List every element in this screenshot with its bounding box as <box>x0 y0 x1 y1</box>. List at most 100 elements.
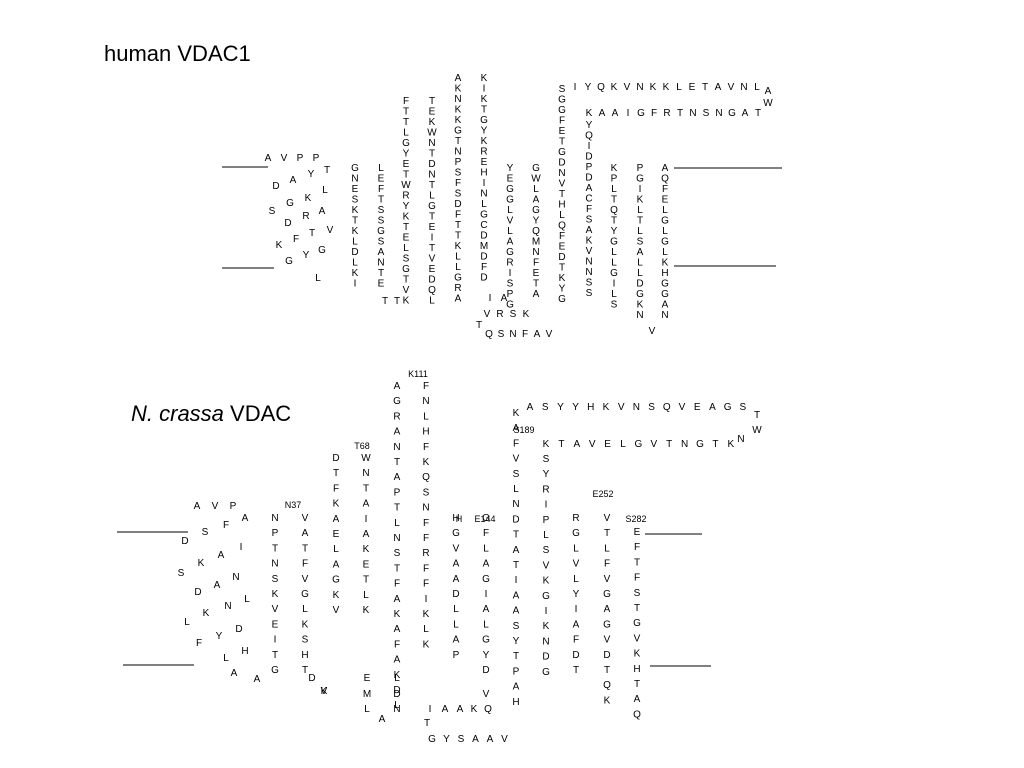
ncrassa-strand6-residue-11: R <box>422 548 429 559</box>
ncrassa-strand11-residue-6: I <box>575 604 578 615</box>
ncrassa-species-name: N. crassa <box>131 401 224 426</box>
human-strand1-residue-9: L <box>352 258 358 269</box>
ncrassa-loop-gysaav-residue-2: S <box>458 734 465 745</box>
ncrassa-strand3-residue-4: A <box>333 514 340 525</box>
human-strand2-residue-9: N <box>377 258 384 269</box>
ncrassa-strand6-residue-17: K <box>423 639 430 650</box>
human-strand10-residue-10: N <box>715 108 722 119</box>
ncrassa-strand7-residue-3: A <box>453 559 460 570</box>
human-strand13-residue-10: H <box>661 268 668 279</box>
ncrassa-strand10-residue-22: G <box>542 591 550 602</box>
ncrassa-helix-residue-7: S <box>178 568 185 579</box>
ncrassa-strand5-residue-10: N <box>393 533 400 544</box>
human-strand8-residue-6: Q <box>532 226 540 237</box>
ncrassa-strand8-residue-7: L <box>483 619 489 630</box>
human-strand9-residue-3: K <box>611 82 618 93</box>
ncrassa-helix-residue-21: A <box>254 674 261 685</box>
human-strand8-residue-8: N <box>532 247 539 258</box>
ncrassa-strand1-residue-10: G <box>271 665 279 676</box>
ncrassa-strand9-residue-26: I <box>515 575 518 586</box>
human-strand7-residue-11: S <box>507 279 514 290</box>
human-strand11-residue-0: K <box>611 163 618 174</box>
ncrassa-helix-residue-18: H <box>241 646 248 657</box>
human-strand12-residue-5: T <box>637 216 643 227</box>
ncrassa-strand9-residue-1: S <box>542 402 549 413</box>
human-strand12-residue-1: G <box>636 174 644 185</box>
ncrassa-loop-iaakqtv-residue-1: A <box>442 704 449 715</box>
human-strand1-residue-5: T <box>352 216 358 227</box>
ncrassa-strand8-residue-5: I <box>485 589 488 600</box>
human-strand6-residue-14: C <box>480 220 487 231</box>
ncrassa-strand10-residue-21: K <box>543 576 550 587</box>
ncrassa-strand1-residue-4: S <box>272 574 279 585</box>
human-strand7-residue-6: L <box>507 226 513 237</box>
human-nterm-residue-0: A <box>265 153 272 164</box>
human-helix-residue-17: G <box>285 256 293 267</box>
ncrassa-strand7-residue-2: V <box>453 543 460 554</box>
ncrassa-strand11-residue-4: L <box>573 574 579 585</box>
ncrassa-strand10-residue-0: K <box>543 439 550 450</box>
ncrassa-strand4-residue-6: K <box>363 544 370 555</box>
human-strand8-residue-12: A <box>533 289 540 300</box>
ncrassa-loop-iaakqtv-residue-0: I <box>429 704 432 715</box>
ncrassa-strand6-residue-12: F <box>423 563 429 574</box>
ncrassa-strand13-residue-2: T <box>634 557 640 568</box>
human-loop-tqsnfav-residue-6: V <box>546 329 553 340</box>
human-strand10-residue-9: S <box>703 108 710 119</box>
ncrassa-loop-gysaav-residue-5: V <box>501 734 508 745</box>
human-helix-residue-5: K <box>305 193 312 204</box>
ncrassa-helix-residue-9: A <box>214 580 221 591</box>
ncrassa-strand13-residue-12: Q <box>633 709 641 720</box>
ncrassa-label-e252: E252 <box>592 489 613 499</box>
ncrassa-strand10-residue-16: I <box>545 500 548 511</box>
human-strand1-residue-4: K <box>352 205 359 216</box>
ncrassa-strand10-residue-3: V <box>589 439 596 450</box>
ncrassa-label-t68: T68 <box>354 441 370 451</box>
ncrassa-strand10-residue-18: L <box>543 530 549 541</box>
human-membrane <box>222 166 782 269</box>
ncrassa-strand7-residue-0: H <box>452 513 459 524</box>
ncrassa-strand3-residue-10: V <box>333 605 340 616</box>
human-loop-aw-residue-1: W <box>763 98 773 109</box>
human-strand8-residue-3: A <box>533 195 540 206</box>
human-strand9-residue-6: K <box>650 82 657 93</box>
ncrassa-strand10-residue-8: T <box>666 439 672 450</box>
human-strand9-residue-29: F <box>559 231 565 242</box>
ncrassa-nterm-residue-2: P <box>230 501 237 512</box>
ncrassa-loop-tw-residue-1: W <box>752 425 762 436</box>
human-strand10-residue-23: S <box>586 215 593 226</box>
human-strand10-residue-21: C <box>585 194 592 205</box>
ncrassa-loop-gysaav-residue-0: G <box>428 734 436 745</box>
human-strand3-residue-14: L <box>403 243 409 254</box>
human-strand10-residue-25: K <box>586 236 593 247</box>
human-strand12-residue-9: L <box>637 258 643 269</box>
human-strand3-residue-3: L <box>403 128 409 139</box>
human-strand5-residue-18: L <box>455 262 461 273</box>
human-strand4-residue-11: T <box>429 212 435 223</box>
ncrassa-strand12-residue-12: K <box>604 695 611 706</box>
ncrassa-strand13-residue-5: T <box>634 603 640 614</box>
human-strand9-residue-10: T <box>702 82 708 93</box>
human-strand8-residue-1: W <box>531 174 541 185</box>
ncrassa-strand4-residue-8: T <box>363 575 369 586</box>
human-strand10-residue-0: K <box>586 108 593 119</box>
ncrassa-strand13-residue-6: G <box>633 618 641 629</box>
human-strand1-residue-3: S <box>352 195 359 206</box>
human-strand13-residue-12: G <box>661 289 669 300</box>
ncrassa-helix-residue-17: F <box>196 638 202 649</box>
human-strand11-residue-7: G <box>610 237 618 248</box>
ncrassa-strand4-residue-1: N <box>362 468 369 479</box>
ncrassa-strand9-residue-32: P <box>513 666 520 677</box>
human-strand13-residue-11: G <box>661 279 669 290</box>
human-strand7-residue-7: A <box>507 237 514 248</box>
human-strand7-residue-12: P <box>507 289 514 300</box>
ncrassa-strand8-residue-2: L <box>483 543 489 554</box>
ncrassa-strand10-residue-11: T <box>712 439 718 450</box>
human-strand9-residue-24: V <box>559 179 566 190</box>
ncrassa-strand10-residue-20: V <box>543 560 550 571</box>
human-strand9-residue-7: K <box>663 82 670 93</box>
ncrassa-strand13-residue-7: V <box>634 633 641 644</box>
human-strand4-residue-5: T <box>429 149 435 160</box>
human-strand4-residue-16: E <box>429 264 436 275</box>
